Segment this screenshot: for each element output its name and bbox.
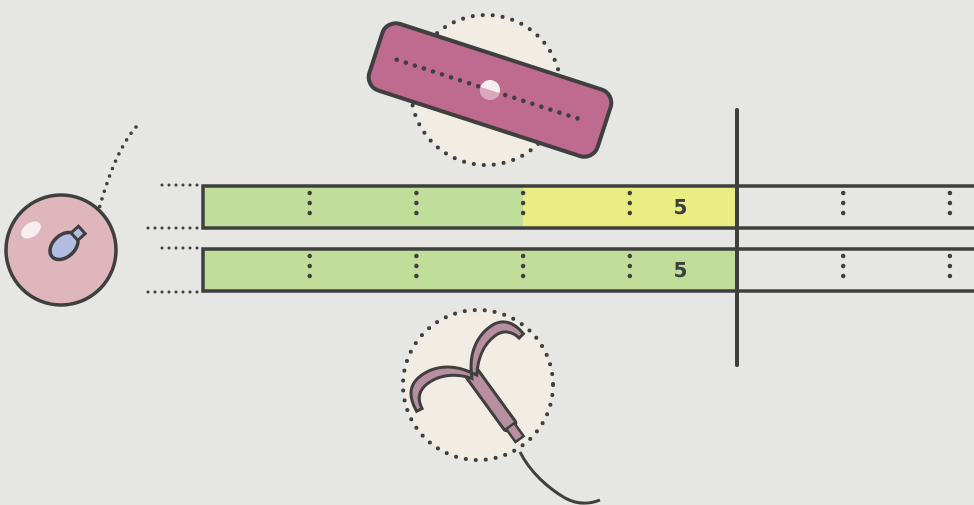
- egg-cell-icon: [6, 127, 136, 305]
- pill-pack-group: [365, 15, 615, 165]
- timeline-bars: 55: [203, 186, 974, 291]
- iud-group: [401, 310, 600, 503]
- sperm-path: [96, 127, 136, 220]
- timeline-segment: [203, 186, 523, 228]
- iud-string: [520, 452, 600, 503]
- timeline-bar-label: 5: [674, 258, 688, 282]
- timeline-segment: [203, 249, 737, 291]
- timeline-lead-dots: [148, 185, 200, 292]
- timeline-bar-label: 5: [674, 195, 688, 219]
